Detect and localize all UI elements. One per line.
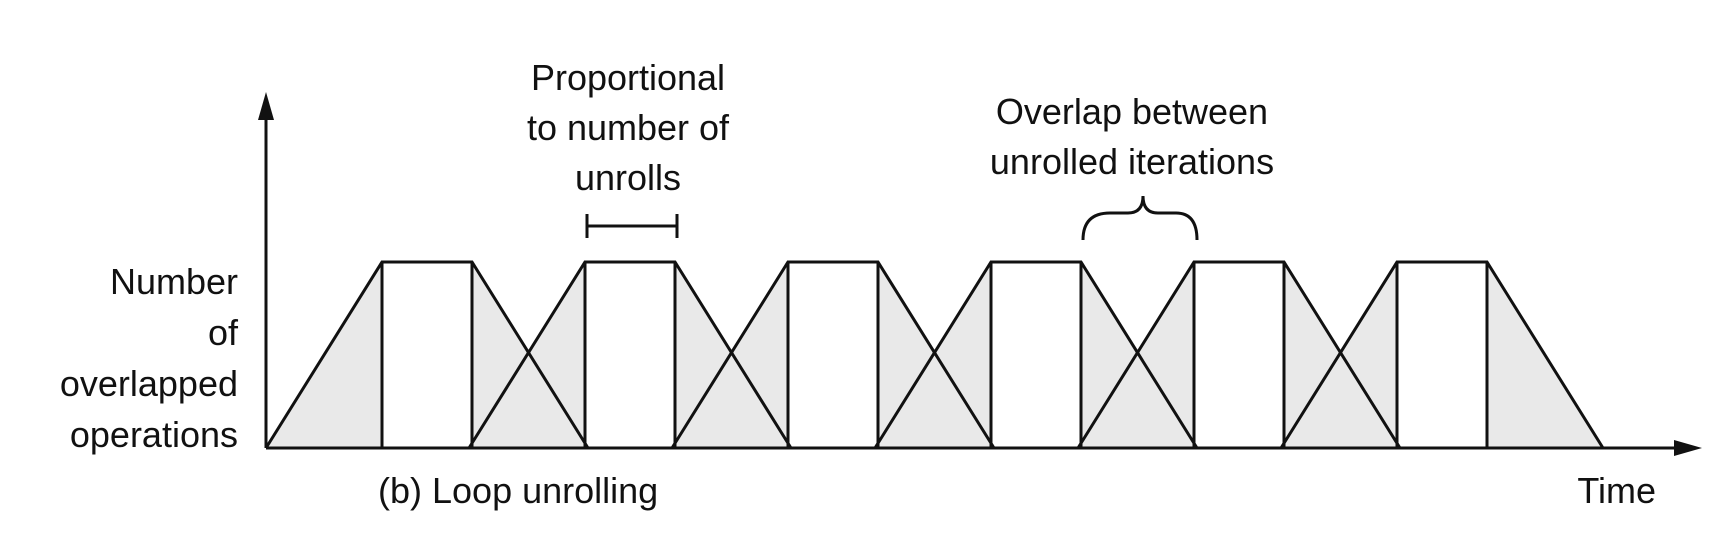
axes — [258, 92, 1702, 456]
overlap-curly-brace — [1081, 195, 1199, 241]
y-axis-label-line-1: Number — [110, 261, 238, 302]
overlap-annotation: Overlap between unrolled iterations — [990, 91, 1274, 241]
y-axis-label-line-2: of — [208, 312, 239, 353]
x-axis-arrowhead — [1674, 440, 1702, 456]
unrolled-iteration-trapezoid — [467, 260, 793, 449]
y-axis-label-line-3: overlapped — [60, 363, 238, 404]
proportional-label-line-1: Proportional — [531, 57, 725, 98]
y-axis-arrowhead — [258, 92, 274, 120]
unrolled-iteration-trapezoid — [873, 260, 1199, 449]
overlap-label-line-1: Overlap between — [996, 91, 1268, 132]
unrolled-iteration-trapezoid — [1279, 260, 1605, 449]
proportional-label-line-3: unrolls — [575, 157, 681, 198]
unrolled-iterations — [264, 260, 1605, 449]
width-bracket — [585, 214, 679, 238]
unrolled-iteration-trapezoid — [1076, 260, 1402, 449]
proportional-label-line-2: to number of — [527, 107, 730, 148]
unrolled-iteration-trapezoid — [264, 260, 590, 449]
y-axis-label: Number of overlapped operations — [60, 261, 239, 455]
diagram-caption: (b) Loop unrolling — [378, 470, 658, 511]
overlap-label-line-2: unrolled iterations — [990, 141, 1274, 182]
x-axis-label: Time — [1577, 470, 1656, 511]
unrolled-iteration-trapezoid — [670, 260, 996, 449]
proportional-annotation: Proportional to number of unrolls — [527, 57, 730, 238]
y-axis-label-line-4: operations — [70, 414, 238, 455]
